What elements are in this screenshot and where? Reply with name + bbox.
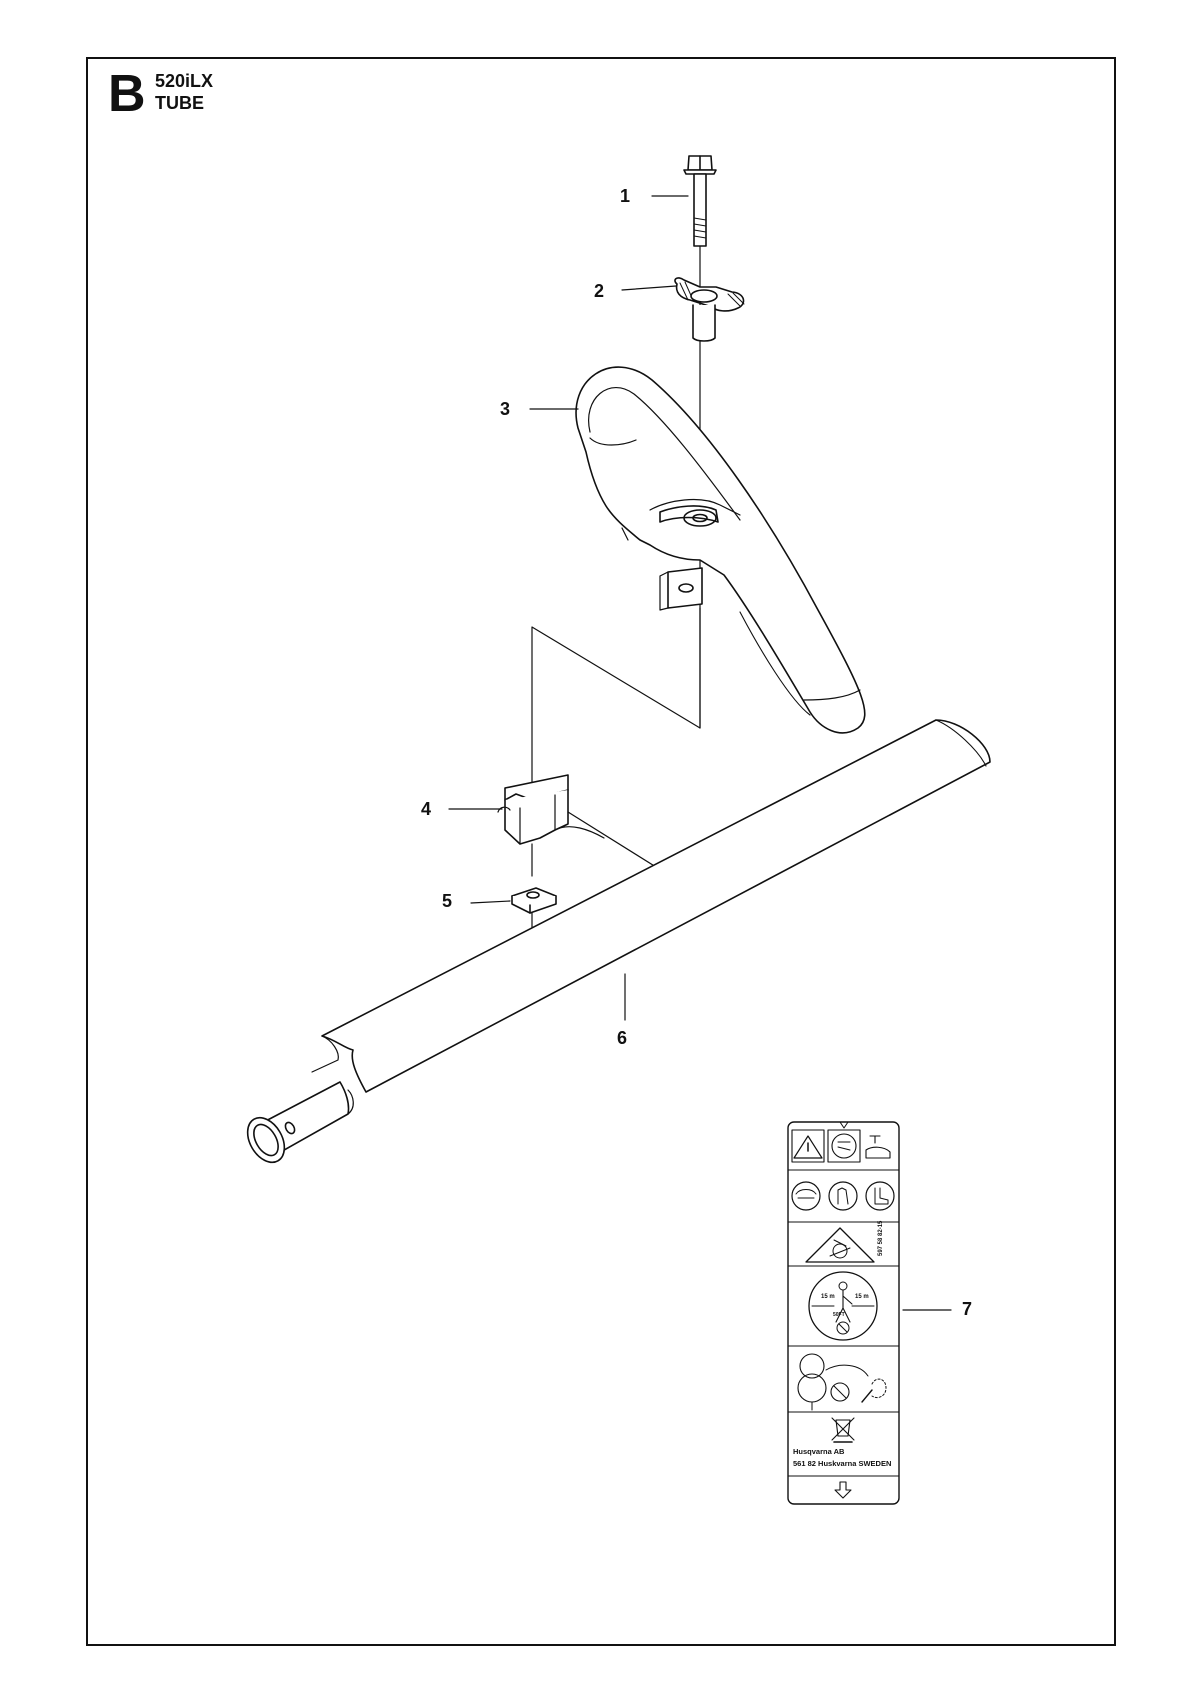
section-title: TUBE: [155, 93, 204, 113]
callout-2: 2: [594, 281, 605, 301]
assembly-path-lines: [531, 607, 701, 786]
callout-7: 7: [962, 1299, 973, 1319]
decal-address: 561 82 Huskvarna SWEDEN: [793, 1459, 891, 1468]
clamp-part: [448, 774, 665, 877]
wing-knob-part: [621, 277, 745, 342]
decal-manufacturer: Husqvarna AB: [793, 1447, 845, 1456]
loop-handle-part: [529, 366, 866, 734]
callout-5: 5: [442, 891, 453, 911]
bolt-part: [651, 155, 717, 247]
callout-1: 1: [620, 186, 631, 206]
callout-6: 6: [617, 1028, 628, 1048]
diagram-frame: [86, 57, 1116, 1646]
callout-4: 4: [421, 799, 432, 819]
decal-distance-left: 15 m: [821, 1294, 835, 1300]
section-letter: B: [108, 65, 146, 123]
shaft-tube-part: [246, 719, 991, 1164]
warning-decal-part: [787, 1121, 952, 1505]
model-name: 520iLX: [155, 71, 214, 91]
decal-feet-label: 50FT: [833, 1312, 845, 1318]
decal-part-code: 597 58 82-15: [878, 1220, 884, 1256]
callout-3: 3: [500, 399, 511, 419]
square-nut-part: [470, 887, 557, 931]
decal-distance-right: 15 m: [855, 1294, 869, 1300]
